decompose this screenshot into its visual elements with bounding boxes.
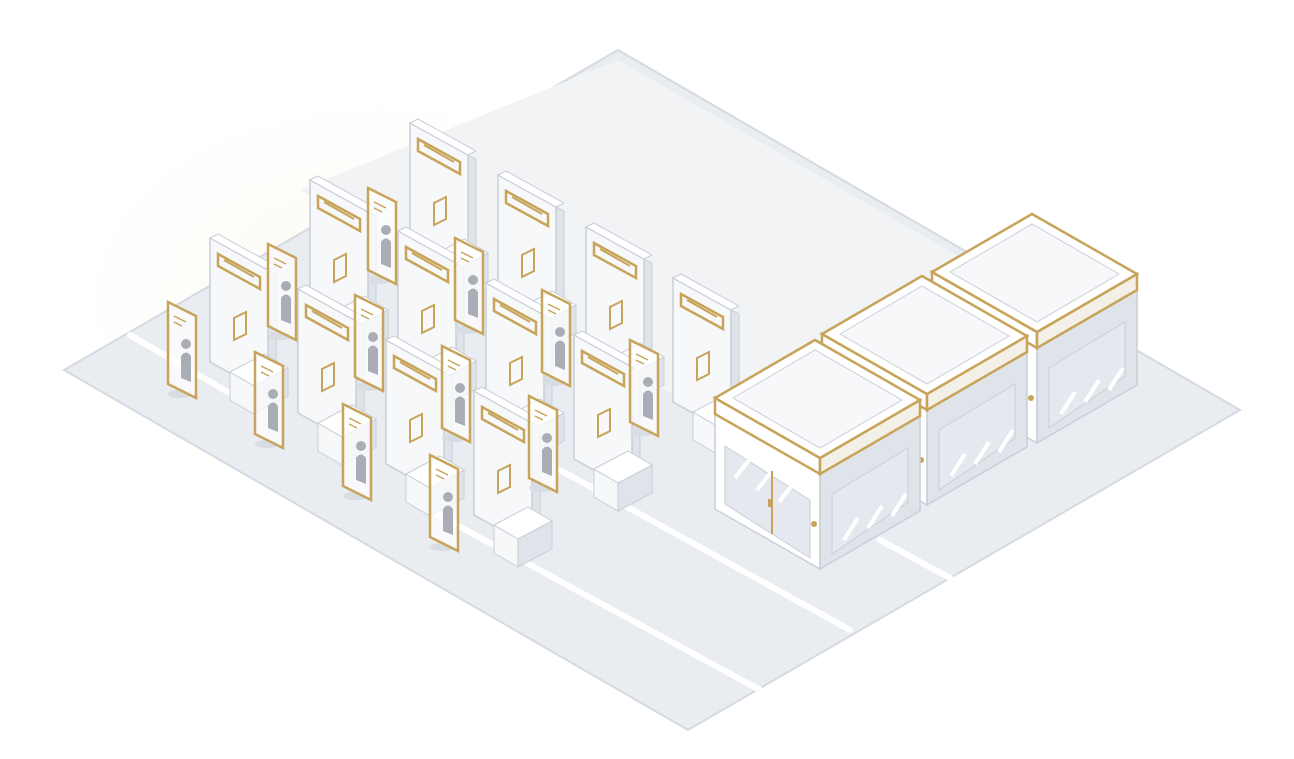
kiosk-icon bbox=[572, 330, 654, 512]
kiosk-group bbox=[166, 118, 753, 568]
person-icon bbox=[253, 349, 285, 451]
building-group bbox=[712, 212, 1140, 571]
person-icon bbox=[453, 235, 485, 337]
person-icon bbox=[266, 241, 298, 343]
person-icon bbox=[166, 299, 198, 401]
person-icon bbox=[428, 452, 460, 554]
person-icon bbox=[527, 393, 559, 495]
person-icon bbox=[353, 292, 385, 394]
person-icon bbox=[341, 401, 373, 503]
person-icon bbox=[366, 185, 398, 287]
person-icon bbox=[440, 343, 472, 445]
person-icon bbox=[540, 287, 572, 389]
building-icon bbox=[712, 338, 923, 571]
person-icon bbox=[628, 337, 660, 439]
